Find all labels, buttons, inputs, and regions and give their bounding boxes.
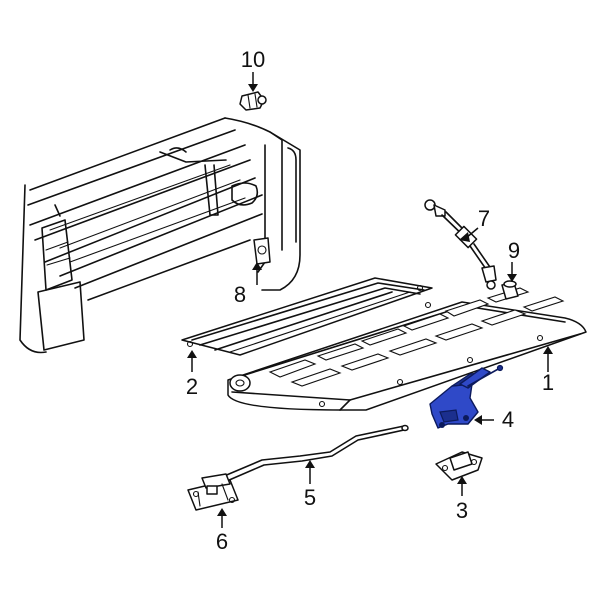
part-5-rod <box>209 424 409 488</box>
tailgate-ribs <box>268 287 565 387</box>
callout-10: 10 <box>241 47 265 72</box>
part-6-bracket <box>187 473 239 511</box>
callout-5: 5 <box>304 485 316 510</box>
part-3-striker-plate <box>435 451 483 481</box>
part-2-inner-panel <box>181 277 433 356</box>
callout-6: 6 <box>216 529 228 554</box>
part-9-bushing <box>501 280 519 300</box>
callout-4: 4 <box>502 407 514 432</box>
part-1-tailgate <box>227 287 587 411</box>
callout-9: 9 <box>508 238 520 263</box>
part-4-latch <box>429 364 504 429</box>
callout-1: 1 <box>542 370 554 395</box>
part-8-striker <box>253 237 271 265</box>
callout-leaders <box>187 72 553 528</box>
callout-7: 7 <box>478 206 490 231</box>
callout-8: 8 <box>234 282 246 307</box>
callout-2: 2 <box>186 374 198 399</box>
callout-labels: 10 8 7 9 1 2 4 3 5 6 <box>186 47 554 554</box>
callout-3: 3 <box>456 498 468 523</box>
part-10-bolt <box>239 91 267 111</box>
